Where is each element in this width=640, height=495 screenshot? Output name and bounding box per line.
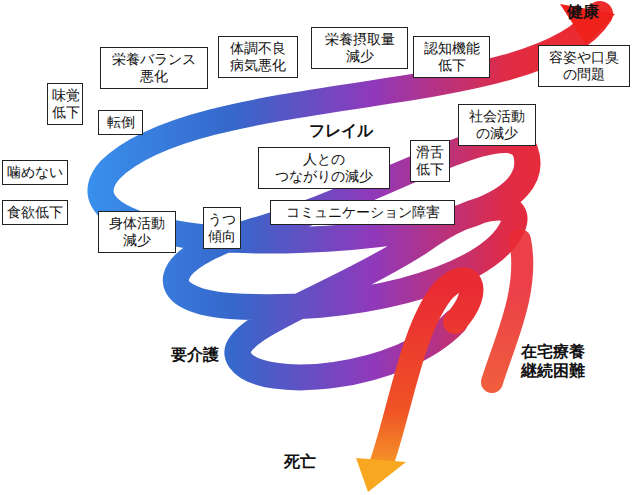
factor-box: 体調不良 病気悪化 [218, 36, 298, 78]
stage-label: 死亡 [270, 452, 330, 471]
factor-text: コミュニケーション障害 [275, 204, 450, 221]
factor-text: 身体活動 減少 [103, 215, 171, 249]
stage-label: 在宅療養 継続困難 [508, 342, 598, 380]
factor-text: 容姿や口臭 の問題 [543, 49, 625, 83]
factor-text: 認知機能 低下 [418, 40, 485, 74]
stage-label: 健康 [548, 2, 618, 21]
factor-box: 栄養バランス 悪化 [100, 47, 208, 89]
factor-text: 食欲低下 [7, 204, 63, 221]
factor-text: 味覚 低下 [52, 87, 78, 121]
factor-box: うつ 傾向 [203, 207, 241, 249]
factor-box: 社会活動 の減少 [458, 104, 536, 146]
factor-text: 噛めない [7, 164, 63, 181]
factor-text: うつ 傾向 [208, 211, 236, 245]
factor-text: 栄養バランス 悪化 [105, 51, 203, 85]
factor-box: 転倒 [98, 110, 143, 135]
factor-box: 栄養摂取量 減少 [311, 27, 408, 69]
factor-box: 滑舌 低下 [410, 140, 450, 182]
factor-box: 噛めない [2, 160, 68, 185]
factor-text: 体調不良 病気悪化 [223, 40, 293, 74]
factor-text: 転倒 [103, 114, 138, 131]
stage-label: 要介護 [160, 345, 230, 364]
factor-box: 容姿や口臭 の問題 [538, 45, 630, 87]
factor-box: 味覚 低下 [47, 83, 83, 125]
factor-text: 人との つながりの減少 [263, 151, 385, 185]
factor-text: 栄養摂取量 減少 [316, 31, 403, 65]
arrow-head [356, 458, 406, 492]
factor-box: 身体活動 減少 [98, 211, 176, 253]
factor-box: 食欲低下 [2, 200, 68, 225]
factor-text: 滑舌 低下 [415, 144, 445, 178]
factor-box: コミュニケーション障害 [270, 200, 455, 225]
factor-box: 認知機能 低下 [413, 36, 490, 78]
stage-label: フレイル [296, 121, 386, 140]
factor-text: 社会活動 の減少 [463, 108, 531, 142]
factor-box: 人との つながりの減少 [258, 147, 390, 189]
